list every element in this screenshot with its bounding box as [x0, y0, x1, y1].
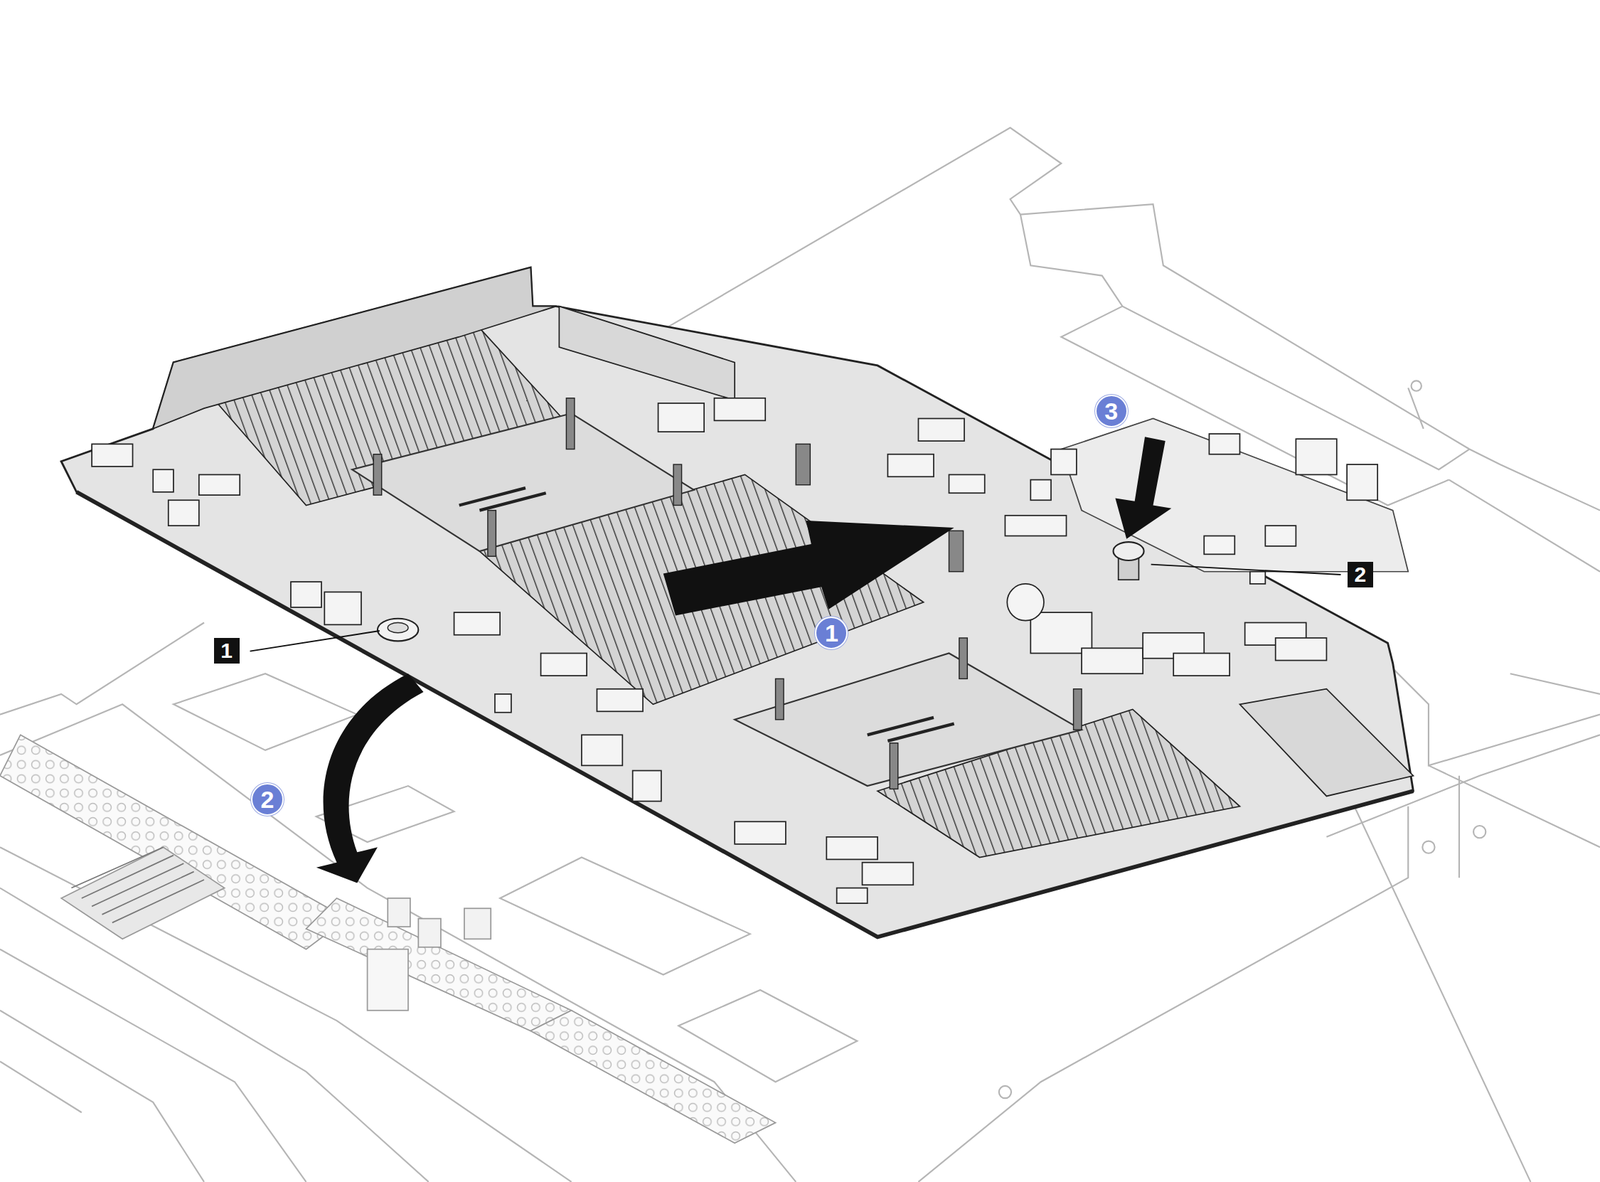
- leader-lines: [250, 564, 1342, 652]
- callout-number: 3: [1095, 394, 1128, 428]
- callout-number: 2: [251, 782, 284, 816]
- fan-bay: [0, 734, 776, 1143]
- system-board: [61, 267, 1413, 937]
- action-arrows: [316, 436, 1172, 883]
- chassis: [0, 128, 1600, 1182]
- part-label: 2: [1347, 561, 1374, 588]
- callout-number: 1: [814, 616, 848, 650]
- part-label: 1: [214, 637, 240, 664]
